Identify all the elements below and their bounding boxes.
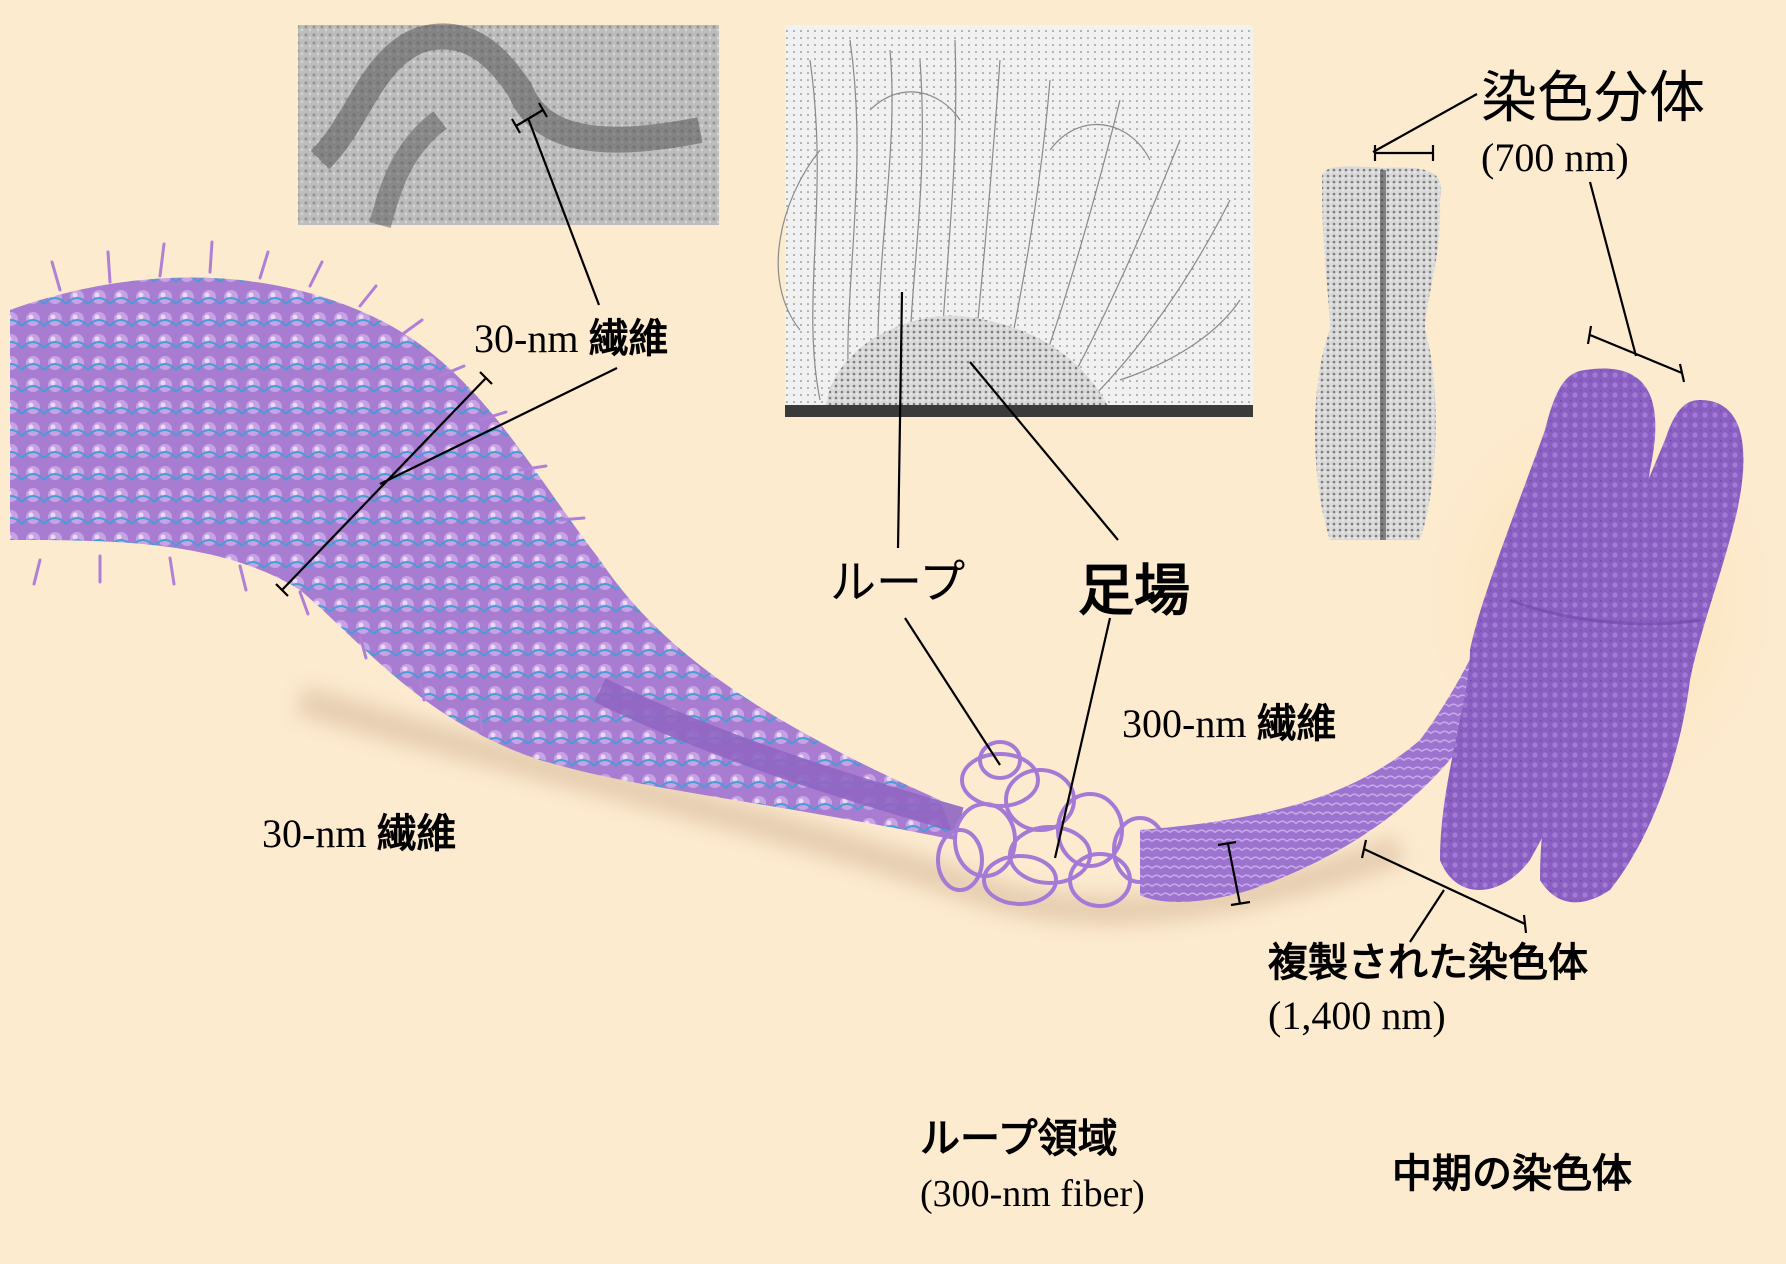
label-scaffold: 足場 <box>1078 563 1190 622</box>
label-300nm-fiber: 300-nm 繊維 <box>1122 703 1336 745</box>
label-metaphase-chromosome: 中期の染色体 <box>1392 1153 1632 1195</box>
label-30nm-fiber-top: 30-nm 繊維 <box>474 318 668 360</box>
micrograph-30nm-fiber <box>298 25 719 225</box>
label-loop-domain: ループ領域 <box>920 1118 1118 1160</box>
micrograph-loops-scaffold <box>778 25 1253 417</box>
label-chromatid: 染色分体 <box>1481 70 1705 129</box>
label-replicated-size: (1,400 nm) <box>1268 995 1446 1037</box>
label-chromatid-size: (700 nm) <box>1481 137 1629 179</box>
micrograph-chromatids <box>1315 166 1441 540</box>
label-replicated-chromosome: 複製された染色体 <box>1268 942 1588 984</box>
label-loop: ループ <box>830 558 965 606</box>
label-loop-domain-sub: (300-nm fiber) <box>920 1175 1145 1215</box>
label-30nm-fiber-bottom: 30-nm 繊維 <box>262 813 456 855</box>
